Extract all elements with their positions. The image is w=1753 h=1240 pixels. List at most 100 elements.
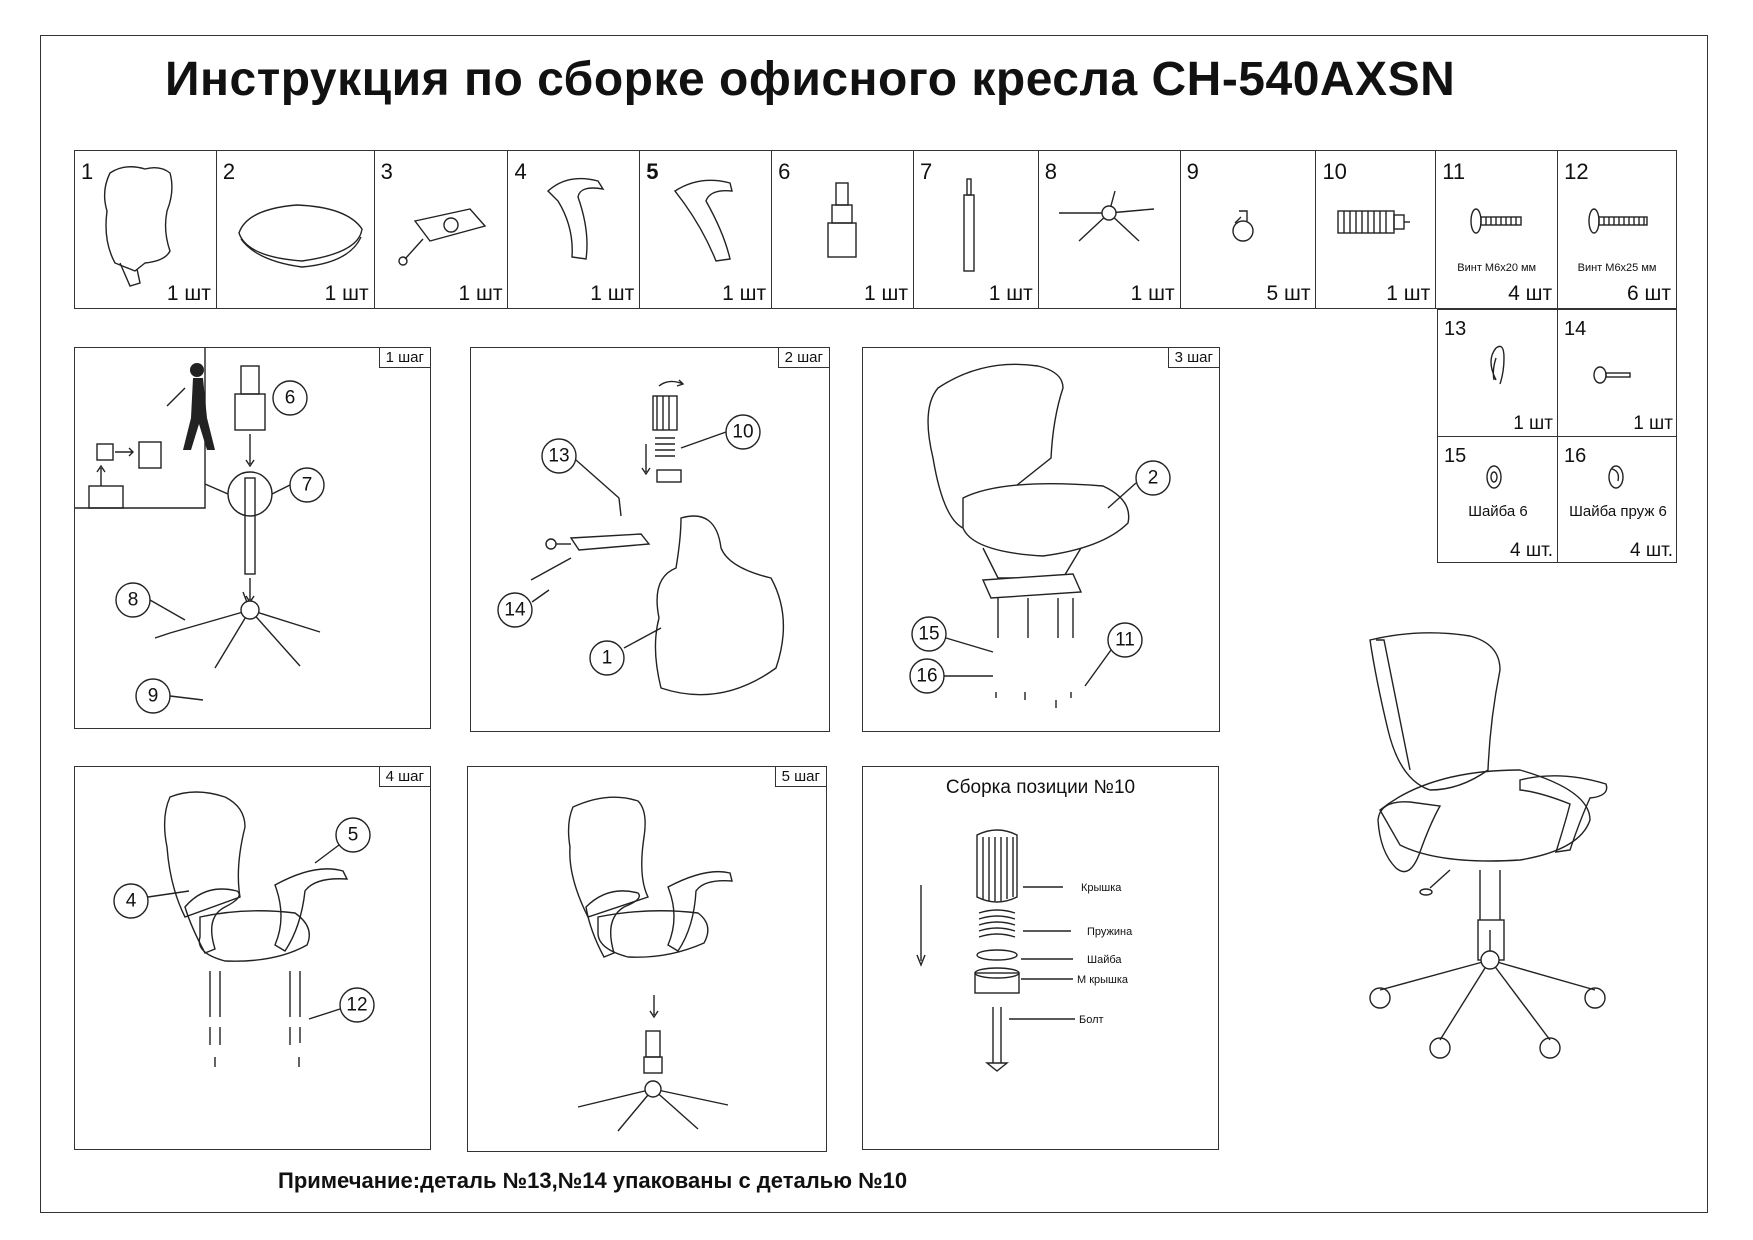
- part-qty: 1 шт: [590, 282, 635, 305]
- step-4-panel: 5 4 12 4 шаг: [74, 766, 431, 1150]
- label-m-kryshka: М крышка: [1077, 974, 1129, 986]
- part-cell-11: 11 Винт М6х20 мм 4 шт: [1436, 151, 1559, 308]
- step-3-diagram: 2 15 16 11: [909, 363, 1171, 708]
- part-cell-12: 12 Винт М6х25 мм 6 шт: [1558, 151, 1676, 308]
- step-tag: 3 шаг: [1167, 348, 1219, 368]
- step-2-diagram: 10 13 14 1: [497, 379, 785, 696]
- callout-16: 16: [916, 666, 937, 687]
- callout-11: 11: [1115, 630, 1135, 651]
- part-qty: 6 шт: [1627, 282, 1671, 305]
- step-1-diagram: 6 7 8 9: [75, 348, 325, 714]
- caster-icon: [1231, 210, 1254, 242]
- part-qty: 4 шт.: [1630, 540, 1673, 561]
- step-5-diagram: [567, 796, 733, 1132]
- part-qty: 1 шт: [1130, 282, 1175, 305]
- part-caption: Винт М6х20 мм: [1457, 262, 1537, 274]
- part-number: 8: [1044, 159, 1058, 184]
- spring-clip-icon: [1490, 345, 1505, 385]
- part-number: 9: [1186, 159, 1199, 184]
- page-border: [40, 35, 1708, 1213]
- part-cell-15: 15 Шайба 6 4 шт.: [1438, 437, 1558, 564]
- pin-icon: [1593, 366, 1631, 384]
- parts-table: 1 1 шт 2 1 шт 3 1 шт 4 1 шт 5: [74, 150, 1677, 309]
- screw-icon: [1588, 208, 1648, 234]
- right-armrest-icon: [674, 179, 734, 262]
- part-qty: 1 шт: [324, 282, 369, 305]
- part-number: 15: [1444, 445, 1467, 467]
- part-qty: 4 шт: [1508, 282, 1553, 305]
- callout-15: 15: [918, 624, 939, 645]
- step-tag: 5 шаг: [774, 767, 826, 787]
- callout-6: 6: [285, 388, 296, 409]
- callout-14: 14: [504, 600, 526, 621]
- part-cell-4: 4 1 шт: [508, 151, 641, 308]
- callout-5: 5: [348, 825, 359, 846]
- assembly-10-panel: Сборка позиции №10 Крышка Пружина Шайба …: [862, 766, 1219, 1150]
- seat-icon: [238, 204, 363, 268]
- step-5-panel: 5 шаг: [467, 766, 827, 1152]
- part-cell-7: 7 1 шт: [914, 151, 1039, 308]
- part-qty: 4 шт.: [1510, 540, 1553, 561]
- knob-icon: [1337, 210, 1411, 234]
- packaging-note: Примечание:деталь №13,№14 упакованы с де…: [278, 1168, 908, 1193]
- label-pruzhina: Пружина: [1087, 926, 1133, 938]
- left-armrest-icon: [547, 177, 605, 260]
- callout-7: 7: [302, 475, 313, 496]
- step-tag: 4 шаг: [378, 767, 430, 787]
- label-kryshka: Крышка: [1081, 882, 1122, 894]
- part-qty: 1 шт: [1386, 282, 1431, 305]
- part-number: 6: [778, 159, 791, 184]
- part-number: 5: [646, 159, 659, 184]
- step-3-panel: 2 15 16 11 3 шаг: [862, 347, 1220, 732]
- step-2-panel: 10 13 14 1 2 шаг: [470, 347, 830, 732]
- gas-lift-cover-icon: [827, 182, 857, 258]
- gas-lift-icon: [963, 178, 975, 272]
- finished-chair-illustration: [1369, 632, 1608, 1059]
- backrest-icon: [103, 166, 173, 287]
- part-number: 11: [1442, 159, 1466, 184]
- part-qty: 1 шт: [863, 282, 908, 305]
- part-cell-14: 14 1 шт: [1558, 310, 1678, 437]
- step-tag: 1 шаг: [378, 348, 430, 368]
- part-number: 1: [81, 159, 94, 184]
- part-caption: Винт М6х25 мм: [1577, 262, 1657, 274]
- extra-parts-table: 13 1 шт 14 1 шт 15 Шайба 6 4 шт. 16 Шайб…: [1437, 309, 1677, 563]
- assembly-title: Сборка позиции №10: [945, 777, 1136, 798]
- part-cell-2: 2 1 шт: [217, 151, 375, 308]
- step-tag: 2 шаг: [777, 348, 829, 368]
- part-caption: Шайба 6: [1468, 503, 1528, 520]
- label-shaiba: Шайба: [1087, 954, 1122, 966]
- part-number: 4: [514, 159, 527, 184]
- callout-12: 12: [346, 995, 367, 1016]
- part-qty: 1 шт: [988, 282, 1033, 305]
- step-1-panel: 6 7 8 9 1 шаг: [74, 347, 431, 729]
- part-qty: 1 шт: [1513, 413, 1553, 434]
- part-number: 7: [919, 159, 933, 184]
- part-qty: 1 шт: [166, 282, 211, 305]
- page-title: Инструкция по сборке офисного кресла CH-…: [165, 53, 1456, 106]
- callout-1: 1: [602, 648, 613, 669]
- part-number: 16: [1564, 445, 1587, 467]
- part-cell-13: 13 1 шт: [1438, 310, 1558, 437]
- base-icon: [1058, 190, 1154, 242]
- part-cell-6: 6 1 шт: [772, 151, 914, 308]
- part-cell-5: 5 1 шт: [640, 151, 773, 308]
- part-qty: 1 шт: [458, 282, 503, 305]
- part-number: 12: [1564, 159, 1589, 184]
- callout-10: 10: [732, 422, 753, 443]
- callout-13: 13: [548, 446, 569, 467]
- callout-9: 9: [148, 686, 159, 707]
- mechanism-icon: [397, 208, 486, 266]
- part-cell-3: 3 1 шт: [375, 151, 509, 308]
- part-caption: Шайба пруж 6: [1569, 503, 1667, 520]
- label-bolt: Болт: [1079, 1014, 1104, 1026]
- screw-icon: [1470, 208, 1522, 234]
- part-number: 13: [1444, 318, 1467, 340]
- part-cell-1: 1 1 шт: [75, 151, 217, 308]
- spring-washer-icon: [1608, 465, 1624, 489]
- part-qty: 1 шт: [1633, 413, 1673, 434]
- part-cell-16: 16 Шайба пруж 6 4 шт.: [1558, 437, 1678, 564]
- part-number: 14: [1564, 318, 1587, 340]
- part-number: 10: [1322, 159, 1347, 184]
- part-cell-8: 8 1 шт: [1039, 151, 1181, 308]
